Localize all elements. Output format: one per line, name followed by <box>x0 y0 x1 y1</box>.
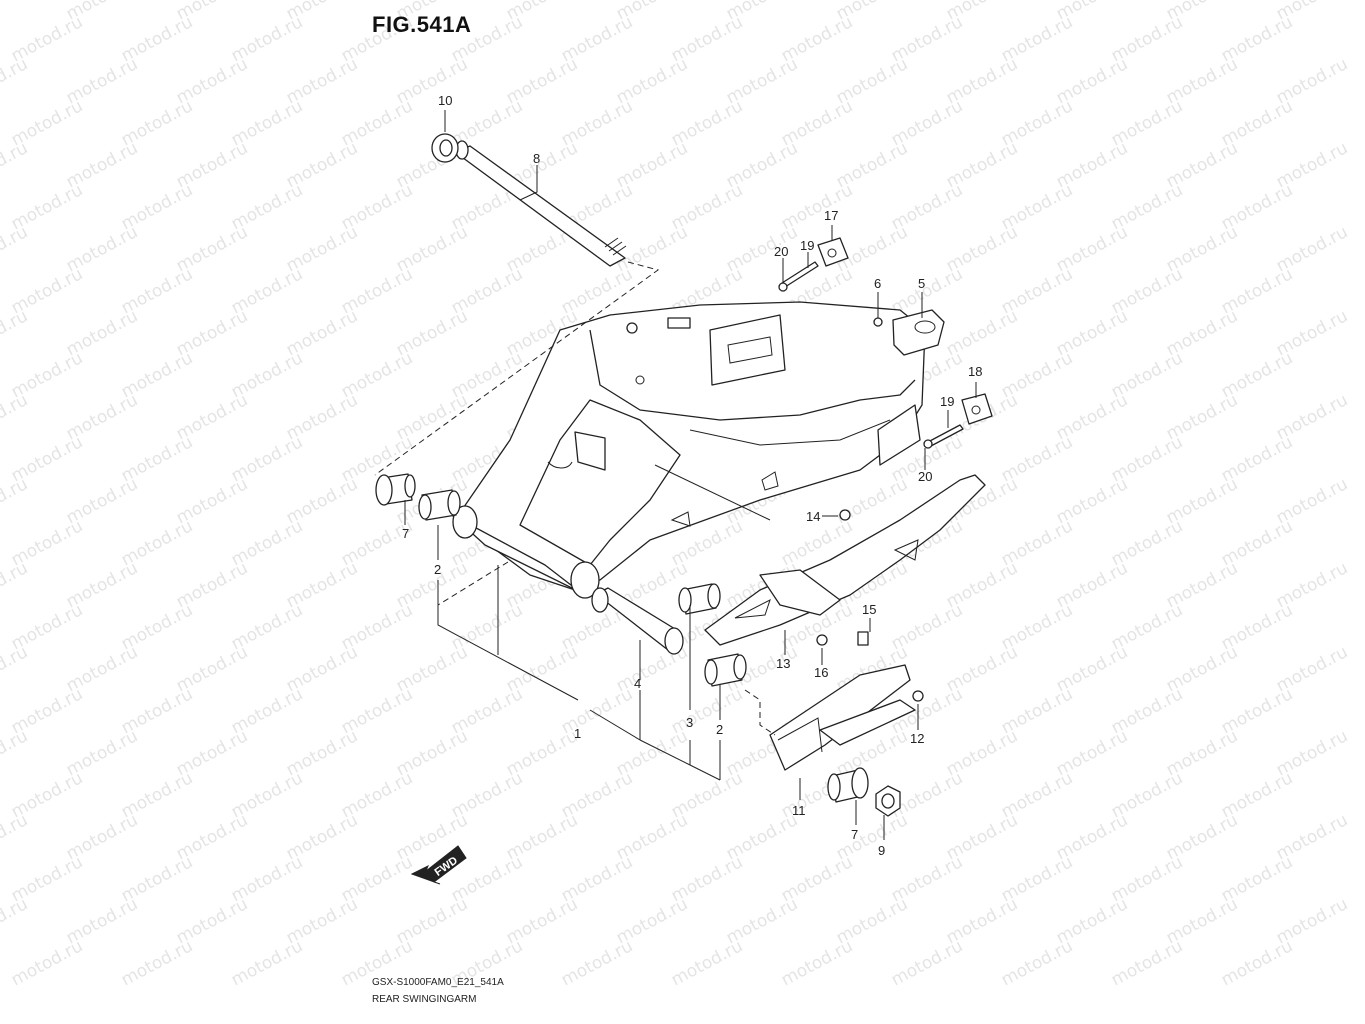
callout-5: 5 <box>918 276 925 291</box>
callout-7-left: 7 <box>402 526 409 541</box>
chain-buffer <box>769 664 916 771</box>
figure-code: GSX-S1000FAM0_E21_541A <box>372 977 504 988</box>
callout-13: 13 <box>776 656 790 671</box>
callout-3: 3 <box>686 715 693 730</box>
watermark-text: motod.ru <box>0 390 31 444</box>
watermark-text: motod.ru <box>0 894 31 948</box>
callout-14: 14 <box>806 509 820 524</box>
callout-4: 4 <box>634 676 641 691</box>
callout-1: 1 <box>574 726 581 741</box>
pivot-nut <box>431 133 459 163</box>
watermark-text: motod.ru <box>0 810 31 864</box>
callout-2-left: 2 <box>434 562 441 577</box>
callout-9: 9 <box>878 843 885 858</box>
adjuster-block-17 <box>817 237 849 267</box>
watermark-text: motod.ru <box>778 936 856 990</box>
bearing-left <box>418 489 461 521</box>
watermark-text: motod.ru <box>998 936 1076 990</box>
watermark-text: motod.ru <box>0 0 31 24</box>
watermark-text: motod.ru <box>118 936 196 990</box>
pivot-nut-right <box>875 785 901 817</box>
callout-16: 16 <box>814 665 828 680</box>
callout-6: 6 <box>874 276 881 291</box>
callout-19-right: 19 <box>940 394 954 409</box>
callout-20-right: 20 <box>918 469 932 484</box>
pivot-shaft <box>454 140 627 267</box>
watermark-text: motod.ru <box>0 138 31 192</box>
callout-7-right: 7 <box>851 827 858 842</box>
callout-17: 17 <box>824 208 838 223</box>
figure-name: REAR SWINGINGARM <box>372 994 477 1005</box>
callout-10: 10 <box>438 93 452 108</box>
watermark-text: motod.ru <box>1108 936 1186 990</box>
bracket-5 <box>892 309 945 356</box>
watermark-text: motod.ru <box>0 474 31 528</box>
watermark-text: motod.ru <box>0 558 31 612</box>
watermark-text: motod.ru <box>1218 936 1296 990</box>
callout-8: 8 <box>533 151 540 166</box>
watermark-text: motod.ru <box>0 222 31 276</box>
chain-guard <box>704 474 986 646</box>
watermark-text: motod.ru <box>8 936 86 990</box>
collar-left <box>375 473 416 506</box>
callout-11: 11 <box>792 803 806 818</box>
leader-lines <box>374 110 977 840</box>
watermark-text: motod.ru <box>668 936 746 990</box>
figure-title: FIG.541A <box>372 12 472 37</box>
watermark-text: motod.ru <box>0 306 31 360</box>
watermark-text: motod.ru <box>0 642 31 696</box>
callout-12: 12 <box>910 731 924 746</box>
callout-15: 15 <box>862 602 876 617</box>
swingarm-body <box>451 301 926 599</box>
watermark-text: motod.ru <box>0 726 31 780</box>
watermark-text: motod.ru <box>0 54 31 108</box>
callout-2-right: 2 <box>716 722 723 737</box>
callout-18: 18 <box>968 364 982 379</box>
adjuster-block-18 <box>961 393 993 425</box>
watermark-text: motod.ru <box>558 936 636 990</box>
callout-19-top: 19 <box>800 238 814 253</box>
callout-labels: 10 8 17 20 19 6 5 18 19 20 14 7 2 15 13 … <box>402 93 982 858</box>
pivot-sleeve <box>591 587 684 655</box>
bolts <box>778 261 964 702</box>
bearing-right-lower <box>704 653 747 687</box>
callout-20-top: 20 <box>774 244 788 259</box>
collar-right <box>827 767 869 803</box>
bearing-right-upper <box>678 583 721 615</box>
watermark-text: motod.ru <box>888 936 966 990</box>
watermark-text: motod.ru <box>228 936 306 990</box>
